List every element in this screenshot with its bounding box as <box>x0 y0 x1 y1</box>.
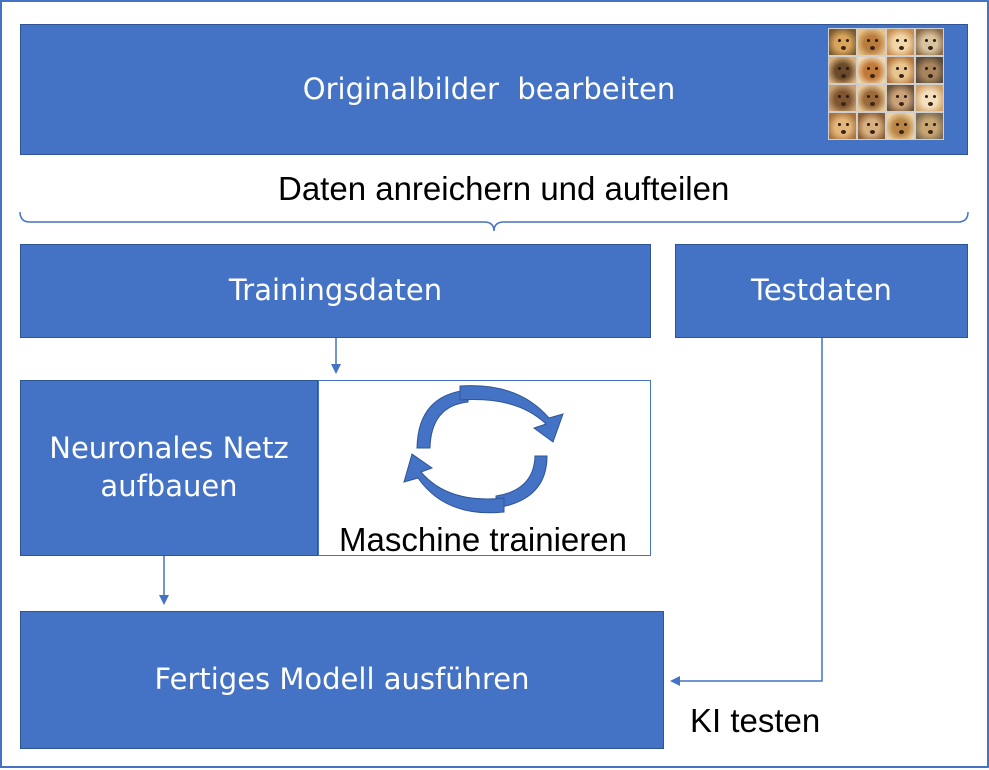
dog-thumbnail <box>858 113 885 139</box>
trainingsdaten-box: Trainingsdaten <box>20 244 651 338</box>
fertiges-modell-box: Fertiges Modell ausführen <box>20 611 664 749</box>
originalbilder-box: Originalbilder bearbeiten <box>20 24 968 155</box>
dog-thumbnail <box>916 29 943 55</box>
dog-thumbnail <box>829 29 856 55</box>
dog-thumbnail <box>887 29 914 55</box>
split-brace <box>19 211 969 232</box>
dog-thumbnail <box>858 85 885 111</box>
dog-thumbnail <box>887 57 914 83</box>
dog-thumbnail <box>916 57 943 83</box>
neuronales-netz-line2: aufbauen <box>100 469 238 503</box>
maschine-trainieren-frame <box>318 380 651 556</box>
dog-thumbnail <box>916 113 943 139</box>
dog-thumbnail <box>829 113 856 139</box>
neuronales-netz-line1: Neuronales Netz <box>49 431 289 466</box>
testdaten-box: Testdaten <box>675 244 968 338</box>
trainingsdaten-label: Trainingsdaten <box>228 273 443 308</box>
dog-faces-grid-icon <box>828 28 944 140</box>
dog-thumbnail <box>829 57 856 83</box>
dog-thumbnail <box>887 113 914 139</box>
dog-thumbnail <box>916 85 943 111</box>
cycle-arrows-icon <box>403 385 564 514</box>
originalbilder-label: Originalbilder bearbeiten <box>302 71 676 106</box>
maschine-trainieren-label: Maschine trainieren <box>339 521 627 558</box>
neuronales-netz-box: Neuronales Netz aufbauen <box>20 380 318 556</box>
dog-thumbnail <box>858 29 885 55</box>
dog-thumbnail <box>858 57 885 83</box>
dog-thumbnail <box>829 85 856 111</box>
dog-thumbnail <box>887 85 914 111</box>
arrow-test-to-model <box>670 337 823 686</box>
anreichern-label: Daten anreichern und aufteilen <box>278 170 730 207</box>
ki-testen-label: KI testen <box>690 702 821 739</box>
testdaten-label: Testdaten <box>751 273 892 308</box>
fertiges-modell-label: Fertiges Modell ausführen <box>154 662 530 697</box>
